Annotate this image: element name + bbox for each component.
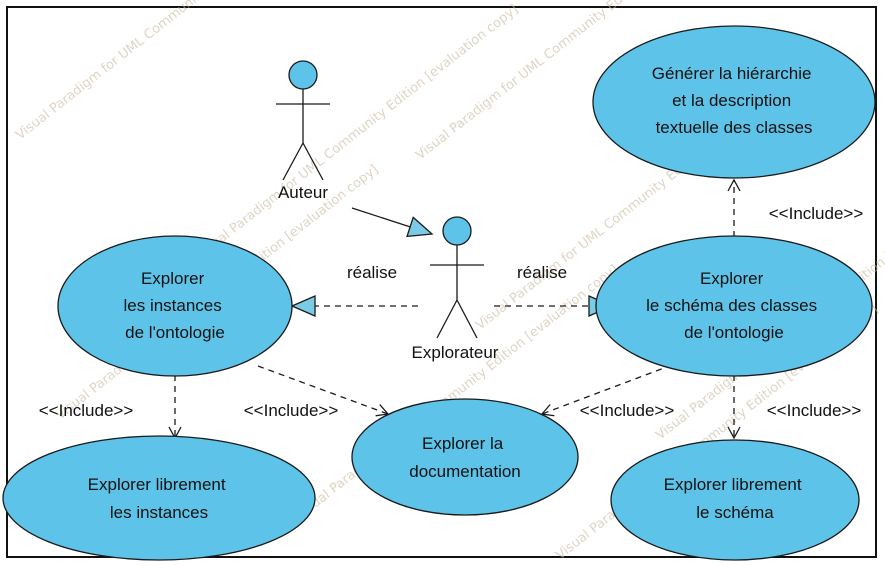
usecase-line: Explorer librement <box>664 475 802 494</box>
usecase-explorer-documentation[interactable]: Explorer la documentation <box>351 398 579 516</box>
usecase-line: de l'ontologie <box>684 323 784 342</box>
relations <box>168 178 741 440</box>
usecase-line: les instances <box>110 503 208 522</box>
usecase-explorer-librement-instances[interactable]: Explorer librement les instances <box>2 435 316 561</box>
usecase-explorer-librement-schema-text: Explorer librement le schéma <box>664 475 807 522</box>
usecase-line: et la description <box>672 91 791 110</box>
include-doc-from-schema-label: <<Include>> <box>580 401 675 420</box>
actor-explorateur[interactable] <box>430 216 484 339</box>
include-doc-from-instances-line <box>257 365 390 417</box>
include-lib-instances-label: <<Include>> <box>39 401 134 420</box>
watermark-text: Visual Paradigm for UML Community Editio… <box>193 2 521 263</box>
usecase-line: Explorer <box>700 269 764 288</box>
usecase-explorer-schema-text: Explorer le schéma des classes de l'onto… <box>646 269 822 342</box>
usecase-line: de l'ontologie <box>125 323 225 342</box>
usecase-explorer-librement-instances-text: Explorer librement les instances <box>88 475 231 522</box>
usecase-line: Explorer <box>141 269 205 288</box>
actor-auteur-label: Auteur <box>278 183 328 202</box>
usecase-line: le schéma des classes <box>646 296 817 315</box>
include-doc-from-schema-line <box>540 364 673 417</box>
usecase-line: Explorer la <box>422 434 504 453</box>
usecase-line: textuelle des classes <box>656 118 813 137</box>
usecase-line: les instances <box>123 296 221 315</box>
usecase-generer-hierarchie-text: Générer la hiérarchie et la description … <box>652 64 816 137</box>
usecase-generer-hierarchie[interactable]: Générer la hiérarchie et la description … <box>592 25 876 179</box>
usecase-line: le schéma <box>696 503 774 522</box>
include-generer-label: <<Include>> <box>769 204 864 223</box>
usecase-line: Générer la hiérarchie <box>652 64 812 83</box>
usecase-explorer-instances-text: Explorer les instances de l'ontologie <box>123 269 226 342</box>
usecase-explorer-instances[interactable]: Explorer les instances de l'ontologie <box>57 235 293 377</box>
actor-explorateur-label: Explorateur <box>412 343 499 362</box>
usecase-explorer-librement-schema[interactable]: Explorer librement le schéma <box>610 439 860 561</box>
usecase-line: Explorer librement <box>88 475 226 494</box>
include-lib-schema-label: <<Include>> <box>767 401 862 420</box>
realise-right-label: réalise <box>517 263 567 282</box>
usecase-line: documentation <box>409 462 521 481</box>
usecase-explorer-schema[interactable]: Explorer le schéma des classes de l'onto… <box>595 235 873 377</box>
include-doc-from-instances-label: <<Include>> <box>244 401 339 420</box>
usecase-explorer-documentation-text: Explorer la documentation <box>409 434 521 481</box>
realise-left-label: réalise <box>347 263 397 282</box>
generalization-auteur-explorateur <box>351 207 434 238</box>
actor-auteur[interactable] <box>276 60 330 181</box>
